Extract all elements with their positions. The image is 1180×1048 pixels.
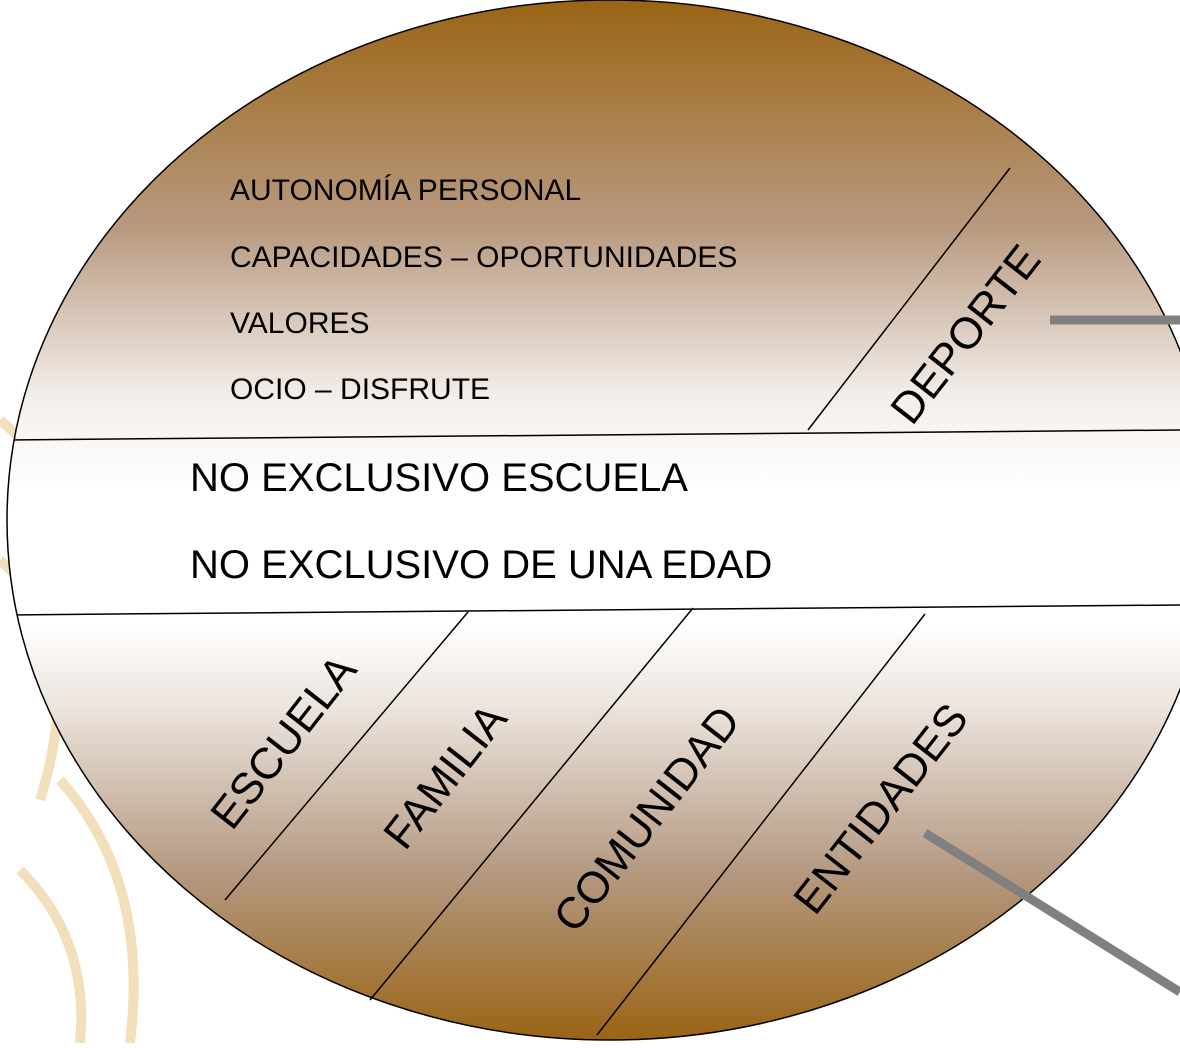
top-item-ocio: OCIO – DISFRUTE	[230, 373, 490, 406]
pointer-bar-lower	[922, 829, 1180, 996]
ellipse-dividers	[7, 429, 1180, 616]
familia-comunidad-divider	[369, 607, 694, 1001]
upper-band-divider	[7, 429, 1180, 441]
main-ellipse	[6, 0, 1180, 1041]
comunidad-entidades-divider	[596, 613, 926, 1036]
middle-line-edad: NO EXCLUSIVO DE UNA EDAD	[190, 543, 772, 587]
top-item-autonomia: AUTONOMÍA PERSONAL	[230, 174, 581, 207]
middle-line-escuela: NO EXCLUSIVO ESCUELA	[190, 456, 688, 500]
lower-band-divider	[7, 604, 1180, 616]
deporte-divider	[807, 167, 1011, 431]
escuela-familia-divider	[224, 611, 469, 901]
top-item-valores: VALORES	[230, 307, 370, 340]
top-item-capacidades: CAPACIDADES – OPORTUNIDADES	[230, 241, 737, 274]
